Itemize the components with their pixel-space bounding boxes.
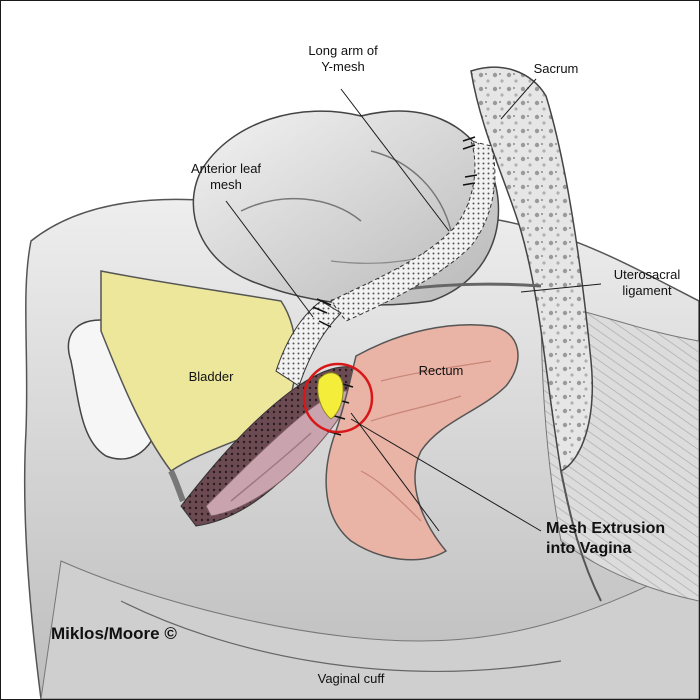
label-long-arm-line2: Y-mesh bbox=[321, 59, 365, 74]
extrusion-highlight-circle bbox=[302, 362, 374, 434]
label-anterior-leaf-line1: Anterior leaf bbox=[190, 161, 262, 176]
label-vaginal-cuff: Vaginal cuff bbox=[317, 671, 385, 686]
sacrum-bone bbox=[470, 66, 602, 602]
label-mesh-extrusion-line2: into Vagina bbox=[546, 540, 632, 557]
mesh-extrusion-marker bbox=[317, 372, 344, 420]
label-long-arm-y-mesh: Long arm of Y-mesh bbox=[283, 43, 403, 75]
label-sacrum: Sacrum bbox=[533, 61, 579, 76]
label-mesh-extrusion-line1: Mesh Extrusion bbox=[546, 520, 666, 537]
leader-lines bbox=[225, 78, 602, 532]
label-mesh-extrusion: Mesh Extrusion into Vagina bbox=[546, 519, 696, 559]
long-arm-mesh bbox=[330, 140, 496, 322]
urethra bbox=[168, 469, 186, 503]
anterior-leaf-mesh bbox=[275, 300, 342, 387]
rectum-organ bbox=[325, 324, 519, 561]
label-uterosacral-line1: Uterosacral bbox=[613, 267, 681, 282]
label-anterior-leaf-line2: mesh bbox=[210, 177, 242, 192]
label-bladder: Bladder bbox=[188, 369, 234, 384]
label-long-arm-line1: Long arm of bbox=[308, 43, 378, 58]
label-rectum: Rectum bbox=[418, 363, 464, 378]
label-uterosacral-line2: ligament bbox=[622, 283, 672, 298]
label-uterosacral-ligament: Uterosacral ligament bbox=[599, 267, 695, 299]
label-anterior-leaf-mesh: Anterior leaf mesh bbox=[166, 161, 286, 193]
bowel-loops bbox=[192, 110, 500, 306]
credit-text: Miklos/Moore © bbox=[51, 624, 177, 643]
